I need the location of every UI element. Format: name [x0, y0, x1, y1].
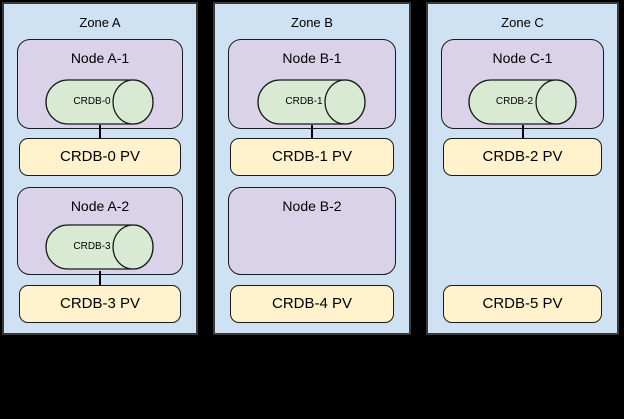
node-box: Node B-2: [228, 187, 396, 275]
node-title: Node B-1: [282, 50, 342, 66]
connector-line: [521, 125, 524, 138]
node-box: Node C-1 CRDB-2: [441, 39, 604, 129]
zone-c-box: Zone C Node C-1 CRDB-2 CRDB-2 PV CRDB-5 …: [426, 2, 619, 335]
database-cylinder-icon: [467, 79, 577, 125]
node-title: Node B-2: [282, 198, 342, 214]
node-box: Node A-2 CRDB-3: [17, 187, 183, 275]
pv-box: CRDB-0 PV: [19, 138, 181, 176]
database-cylinder-icon: [45, 79, 154, 125]
pod-label: CRDB-3: [73, 241, 111, 252]
node-title: Node C-1: [492, 50, 553, 66]
pod-cylinder: CRDB-3: [45, 224, 155, 270]
node-box: Node A-1 CRDB-0: [17, 39, 183, 129]
pv-box: CRDB-4 PV: [230, 285, 394, 323]
pod-cylinder: CRDB-2: [467, 79, 578, 125]
zone-b-box: Zone B Node B-1 CRDB-1 CRDB-1 PV Node B-…: [213, 2, 411, 335]
pv-box: CRDB-2 PV: [443, 138, 602, 176]
zone-title: Zone B: [291, 15, 333, 30]
pod-cylinder: CRDB-0: [45, 79, 155, 125]
node-title: Node A-2: [70, 198, 130, 214]
pv-box: CRDB-1 PV: [230, 138, 394, 176]
zone-title: Zone C: [501, 15, 544, 30]
zone-title: Zone A: [79, 15, 121, 30]
pod-label: CRDB-2: [495, 96, 534, 107]
pod-cylinder: CRDB-1: [257, 79, 367, 125]
pod-label: CRDB-1: [285, 96, 323, 107]
connector-line: [311, 125, 313, 138]
database-cylinder-icon: [45, 224, 154, 270]
database-cylinder-icon: [257, 79, 366, 125]
pv-box: CRDB-3 PV: [19, 285, 181, 323]
connector-line: [99, 271, 101, 286]
pod-label: CRDB-0: [73, 96, 111, 107]
pv-box: CRDB-5 PV: [443, 285, 602, 323]
node-title: Node A-1: [70, 50, 130, 66]
node-box: Node B-1 CRDB-1: [228, 39, 396, 129]
zone-a-box: Zone A Node A-1 CRDB-0 CRDB-0 PV Node A-…: [2, 2, 198, 335]
connector-line: [99, 125, 101, 138]
